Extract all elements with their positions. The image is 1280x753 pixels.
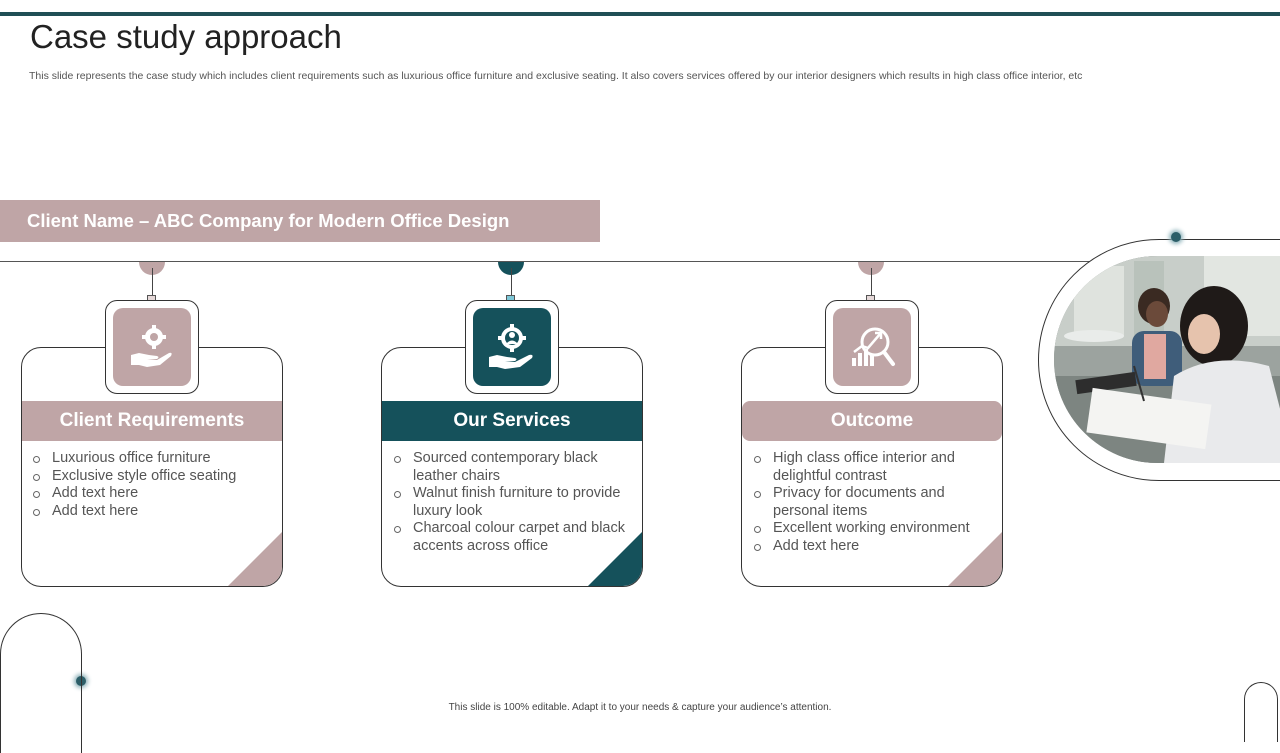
top-accent-bar <box>0 12 1280 16</box>
icon-frame <box>105 300 199 394</box>
footer-note: This slide is 100% editable. Adapt it to… <box>448 702 832 713</box>
hand-gear-icon <box>113 308 191 386</box>
page-title: Case study approach <box>30 18 342 55</box>
students-studying-photo <box>1054 256 1280 463</box>
card-heading: Client Requirements <box>22 401 282 441</box>
icon-frame <box>465 300 559 394</box>
list-item: Add text here <box>32 503 272 521</box>
card-list: Sourced contemporary black leather chair… <box>393 450 633 556</box>
list-item: Sourced contemporary black leather chair… <box>393 450 633 485</box>
decorative-arch <box>0 613 82 753</box>
list-item: Exclusive style office seating <box>32 468 272 486</box>
list-item: Privacy for documents and personal items <box>753 485 993 520</box>
icon-frame <box>825 300 919 394</box>
sparkle-dot <box>1171 232 1181 242</box>
card-list: Luxurious office furniture Exclusive sty… <box>32 450 272 520</box>
list-item: Walnut finish furniture to provide luxur… <box>393 485 633 520</box>
timeline-line <box>0 261 1090 262</box>
card-heading: Our Services <box>382 401 642 441</box>
client-name-banner: Client Name – ABC Company for Modern Off… <box>0 200 600 242</box>
list-item: High class office interior and delightfu… <box>753 450 993 485</box>
list-item: Luxurious office furniture <box>32 450 272 468</box>
list-item: Excellent working environment <box>753 520 993 538</box>
connector-line <box>511 268 512 296</box>
decorative-arch <box>1244 682 1278 742</box>
hand-gear-person-icon <box>473 308 551 386</box>
card-corner-fold <box>945 529 1002 586</box>
card-list: High class office interior and delightfu… <box>753 450 993 556</box>
card-corner-fold <box>225 529 282 586</box>
connector-line <box>871 268 872 296</box>
list-item: Add text here <box>753 538 993 556</box>
card-heading: Outcome <box>742 401 1002 441</box>
list-item: Charcoal colour carpet and black accents… <box>393 520 633 555</box>
card-corner-fold <box>585 529 642 586</box>
growth-chart-magnifier-icon <box>833 308 911 386</box>
connector-line <box>152 268 153 296</box>
list-item: Add text here <box>32 485 272 503</box>
page-subtitle: This slide represents the case study whi… <box>29 70 1083 82</box>
